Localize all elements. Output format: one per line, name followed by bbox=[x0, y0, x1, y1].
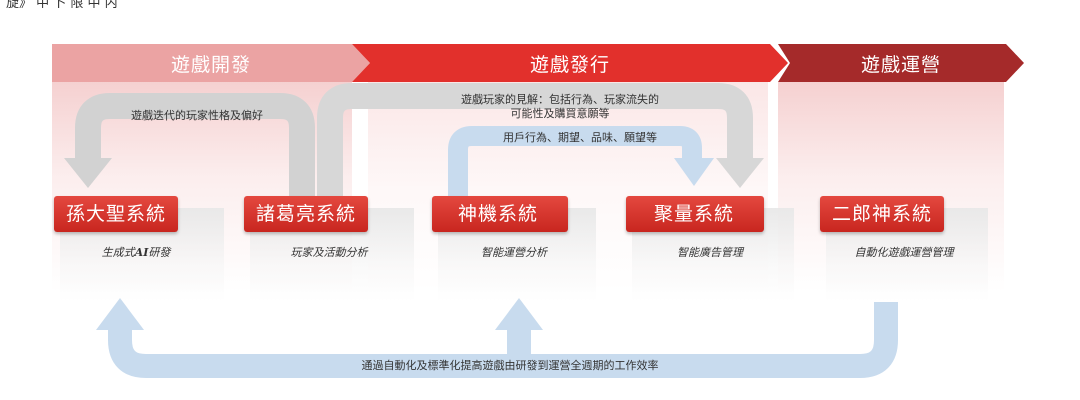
bottom-loop-arrow bbox=[108, 302, 898, 378]
system-name: 孫大聖系統 bbox=[54, 196, 179, 232]
dev-loop-arrow bbox=[75, 93, 315, 196]
phase-arrow-shape bbox=[352, 44, 788, 82]
system-desc: 玩家及活動分析 bbox=[290, 246, 368, 259]
bottom-loop-text: 通過自動化及標準化提高遊戲由研發到運營全週期的工作效率 bbox=[361, 359, 659, 372]
system-desc: 生成式AI研發 bbox=[101, 246, 171, 259]
system-name: 聚量系統 bbox=[626, 196, 765, 232]
system-name: 諸葛亮系統 bbox=[244, 196, 369, 232]
insight-text-line1: 遊戲玩家的見解：包括行為、玩家流失的 bbox=[461, 93, 659, 106]
dev-loop-arrowhead bbox=[64, 158, 112, 188]
top-cropped-text: 旋》 中 卜 限 中 内 bbox=[6, 0, 118, 8]
system-name: 神機系統 bbox=[432, 196, 569, 232]
phase-banner-dev: 遊戲開發 bbox=[52, 44, 370, 82]
bottom-loop-arrowhead-left bbox=[96, 298, 144, 330]
system-card-sundasheng: 孫大聖系統 生成式AI研發 bbox=[54, 196, 224, 302]
insight-arrow bbox=[317, 83, 753, 196]
user-behavior-arrow bbox=[448, 126, 702, 196]
user-behavior-text: 用戶行為、期望、品味、願望等 bbox=[503, 131, 657, 144]
insight-text-line2: 可能性及購買意願等 bbox=[510, 107, 610, 120]
system-card-juliang: 聚量系統 智能廣告管理 bbox=[626, 196, 794, 302]
phase-label: 遊戲開發 bbox=[170, 53, 251, 76]
phase-label: 遊戲運營 bbox=[860, 53, 941, 76]
system-desc: 智能運營分析 bbox=[481, 246, 547, 259]
phase-banner-ops: 遊戲運營 bbox=[778, 44, 1024, 82]
user-behavior-arrowhead bbox=[674, 158, 714, 186]
insight-arrowhead bbox=[716, 158, 764, 188]
bottom-loop-arrowhead-mid bbox=[495, 298, 543, 330]
system-desc: 自動化遊戲運營管理 bbox=[854, 246, 954, 259]
system-card-erlangshen: 二郎神系統 自動化遊戲運營管理 bbox=[820, 196, 988, 302]
system-card-zhugeliang: 諸葛亮系統 玩家及活動分析 bbox=[244, 196, 414, 302]
phase-banner-pub: 遊戲發行 bbox=[352, 44, 788, 82]
system-card-shenji: 神機系統 智能運營分析 bbox=[432, 196, 596, 302]
system-desc: 智能廣告管理 bbox=[677, 246, 743, 259]
phase-arrow-shape bbox=[52, 44, 370, 82]
dev-loop-text: 遊戲迭代的玩家性格及偏好 bbox=[131, 109, 263, 122]
bottom-loop-branch bbox=[507, 330, 531, 366]
phase-arrow-shape bbox=[778, 44, 1024, 82]
system-name: 二郎神系統 bbox=[820, 196, 945, 232]
phase-label: 遊戲發行 bbox=[529, 53, 610, 76]
